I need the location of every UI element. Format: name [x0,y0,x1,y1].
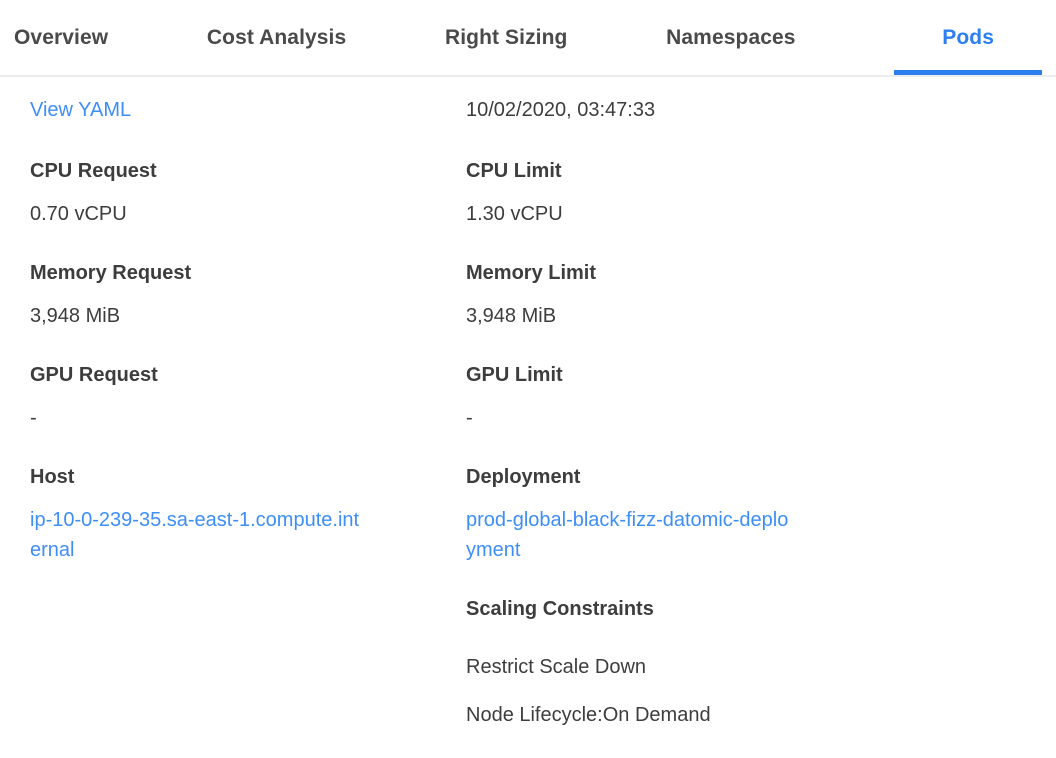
memory-limit-value: 3,948 MiB [466,305,557,327]
tab-right-sizing[interactable]: Right Sizing [444,25,568,49]
memory-request-value: 3,948 MiB [30,305,121,327]
tab-overview[interactable]: Overview [14,25,109,49]
gpu-limit-value: - [466,407,473,429]
view-yaml-link[interactable]: View YAML [30,99,132,121]
gpu-request-label: GPU Request [30,364,158,386]
tab-bar: Overview Cost Analysis Right Sizing Name… [0,0,1056,77]
field-scaling-constraints: Scaling Constraints [466,597,1056,621]
tab-namespaces[interactable]: Namespaces [666,25,796,49]
field-memory-limit: Memory Limit 3,948 MiB [466,261,1056,331]
field-host: Host ip-10-0-239-35.sa-east-1.compute.in… [30,465,466,565]
cpu-request-value: 0.70 vCPU [30,203,127,225]
deployment-link[interactable]: prod-global-black-fizz-datomic-deploymen… [466,509,789,561]
field-cpu-request: CPU Request 0.70 vCPU [30,159,466,229]
deployment-label: Deployment [466,466,581,488]
host-label: Host [30,466,75,488]
field-gpu-request: GPU Request - [30,363,466,433]
details-right-column: 10/02/2020, 03:47:33 CPU Limit 1.30 vCPU… [466,98,1056,751]
host-link[interactable]: ip-10-0-239-35.sa-east-1.compute.interna… [30,509,360,561]
field-gpu-limit: GPU Limit - [466,363,1056,433]
scaling-constraints-title: Scaling Constraints [466,598,654,620]
cpu-request-label: CPU Request [30,160,157,182]
details-left-column: View YAML CPU Request 0.70 vCPU Memory R… [30,98,466,597]
scaling-constraint-restrict-scale-down: Restrict Scale Down [466,656,647,678]
cpu-limit-label: CPU Limit [466,160,562,182]
field-cpu-limit: CPU Limit 1.30 vCPU [466,159,1056,229]
memory-request-label: Memory Request [30,262,192,284]
memory-limit-label: Memory Limit [466,262,597,284]
tab-pods[interactable]: Pods [894,0,1042,75]
timestamp: 10/02/2020, 03:47:33 [466,99,656,121]
cpu-limit-value: 1.30 vCPU [466,203,563,225]
field-deployment: Deployment prod-global-black-fizz-datomi… [466,465,1056,565]
scaling-constraint-node-lifecycle: Node Lifecycle:On Demand [466,704,711,726]
gpu-limit-label: GPU Limit [466,364,563,386]
pod-details-panel: View YAML CPU Request 0.70 vCPU Memory R… [0,77,1056,751]
gpu-request-value: - [30,407,37,429]
field-memory-request: Memory Request 3,948 MiB [30,261,466,331]
tab-cost-analysis[interactable]: Cost Analysis [206,25,347,49]
